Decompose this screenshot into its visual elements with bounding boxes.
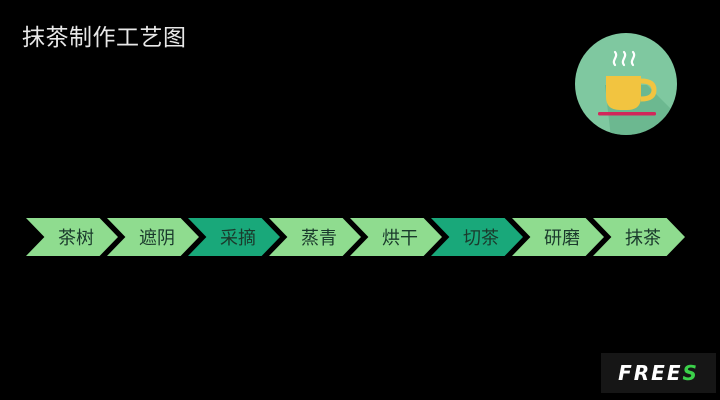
process-step: 茶树	[26, 218, 118, 256]
steam-line-1	[612, 50, 618, 67]
logo-accent: S	[682, 361, 699, 385]
process-step-label: 遮阴	[139, 228, 175, 249]
process-step-label: 茶树	[58, 228, 94, 249]
process-flow: 茶树 遮阴 采摘 蒸青 烘干 切茶 研磨 抹茶	[0, 218, 720, 258]
logo-main: FREE	[618, 361, 683, 385]
tea-cup-icon	[575, 33, 677, 135]
process-step: 研磨	[512, 218, 604, 256]
brand-logo: FREES	[601, 353, 716, 393]
saucer	[598, 112, 656, 116]
cup-handle	[640, 78, 657, 102]
process-step-label: 研磨	[544, 228, 580, 249]
logo-text: FREES	[618, 361, 699, 385]
process-step: 采摘	[188, 218, 280, 256]
steam-line-3	[630, 50, 636, 67]
process-step: 蒸青	[269, 218, 361, 256]
process-step-label: 采摘	[220, 228, 256, 249]
process-step-label: 抹茶	[625, 228, 661, 249]
process-step-label: 烘干	[382, 228, 418, 249]
cup-body	[606, 76, 641, 110]
process-step: 烘干	[350, 218, 442, 256]
process-step: 切茶	[431, 218, 523, 256]
process-step-label: 切茶	[463, 228, 499, 249]
process-step: 抹茶	[593, 218, 685, 256]
process-step: 遮阴	[107, 218, 199, 256]
process-step-label: 蒸青	[301, 228, 337, 249]
steam-line-2	[621, 50, 627, 67]
diagram-title: 抹茶制作工艺图	[22, 25, 187, 51]
